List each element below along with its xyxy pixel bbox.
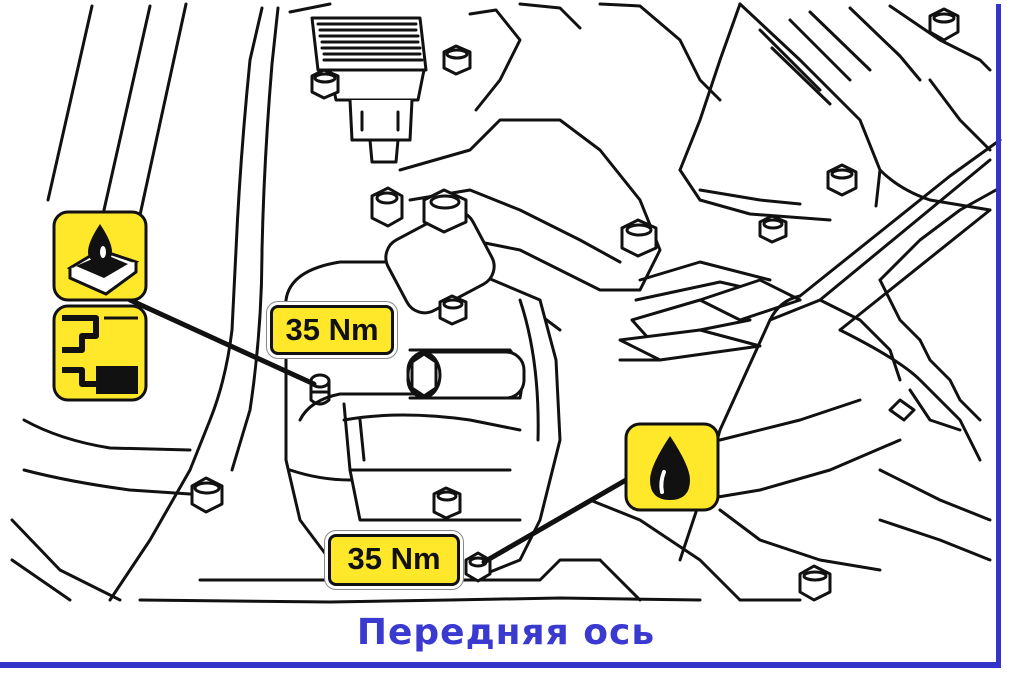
- left-lower-bolt: [190, 476, 224, 514]
- strut: [888, 338, 982, 432]
- frame-border-bottom: [0, 662, 1001, 668]
- drain-plug: [464, 551, 492, 583]
- upper-right-housing: [288, 2, 992, 222]
- diagram-caption: Передняя ось: [356, 612, 656, 653]
- bracket-bolt: [370, 186, 496, 315]
- oil-drop-icon: [624, 422, 720, 512]
- drain-torque-label: 35 Nm: [328, 534, 460, 586]
- oil-fill-icon: [52, 210, 148, 302]
- frame-border-right: [996, 4, 1001, 668]
- leader-lines: [127, 297, 629, 565]
- lower-right-parts: [588, 468, 992, 602]
- drive-shaft: [678, 138, 1002, 562]
- left-frame-rail: [10, 2, 280, 602]
- cooling-fins: [618, 260, 802, 362]
- upper-right-bolts: [758, 7, 960, 244]
- top-bolts: [310, 44, 472, 100]
- small-bolts-center: [432, 218, 658, 520]
- oil-level-icon: [52, 304, 148, 402]
- ground-line: [138, 558, 702, 604]
- plug-cylinder: [406, 350, 526, 400]
- filler-torque-label: 35 Nm: [270, 305, 394, 355]
